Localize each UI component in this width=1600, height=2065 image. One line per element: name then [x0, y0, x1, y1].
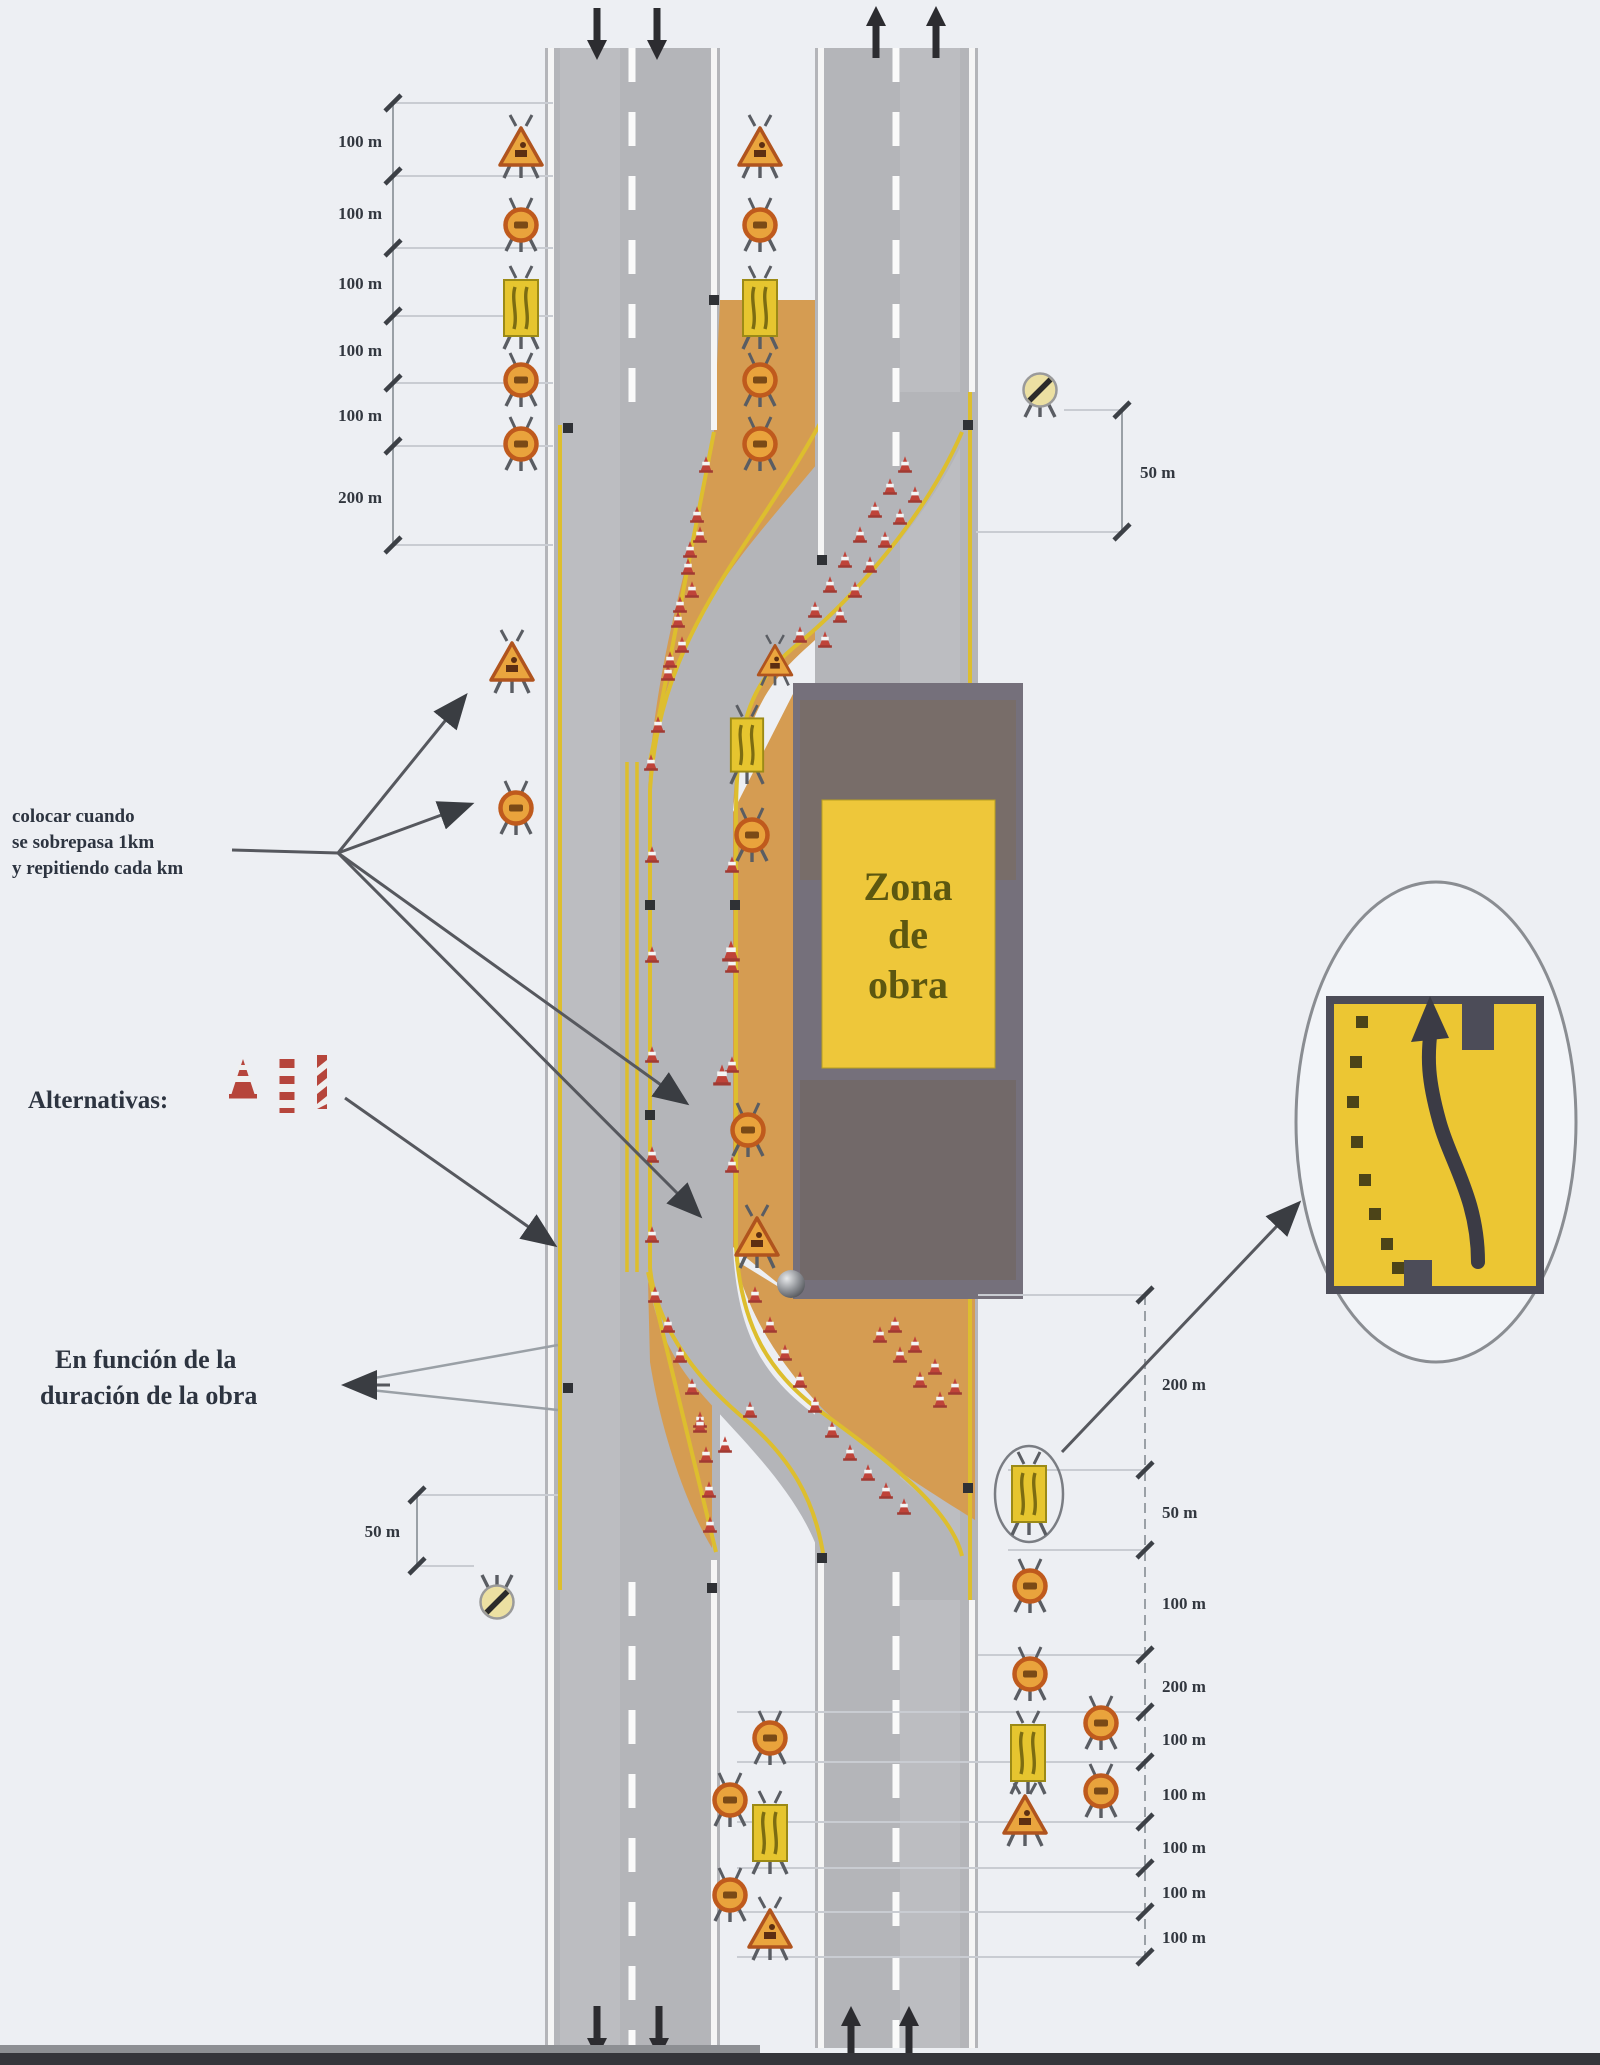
distance-label: 100 m — [338, 132, 382, 151]
edge-beacon-icon — [707, 1583, 717, 1593]
dimension-bottom-left: 50 m — [365, 1485, 558, 1576]
signs-contraflow-median — [713, 633, 805, 1298]
edge-beacon-icon — [563, 1383, 573, 1393]
distance-label: 100 m — [1162, 1883, 1206, 1902]
up-arrow-icon — [926, 6, 946, 58]
alt-striped-panel-icon — [279, 1059, 295, 1113]
distance-label: 100 m — [338, 341, 382, 360]
distance-label: 200 m — [1162, 1375, 1206, 1394]
edge-beacon-icon — [963, 420, 973, 430]
annotation-text: se sobrepasa 1km — [12, 832, 154, 853]
dimension-chain-bottom-right: 200 m 50 m 100 m 200 m 100 m 100 m 100 m… — [737, 1285, 1206, 1967]
distance-label: 100 m — [338, 274, 382, 293]
up-arrow-icon — [841, 2006, 861, 2058]
annotation-text: Alternativas: — [28, 1087, 168, 1114]
lane-shift-detail-panel — [1326, 996, 1544, 1294]
annotation-alternativas: Alternativas: — [28, 1055, 558, 1248]
distance-label: 100 m — [1162, 1594, 1206, 1613]
edge-beacon-icon — [963, 1483, 973, 1493]
distance-label: 50 m — [1162, 1503, 1197, 1522]
distance-label: 100 m — [1162, 1785, 1206, 1804]
work-zone-panel — [821, 799, 996, 1069]
annotation-colocar: colocar cuando se sobrepasa 1km y repiti… — [12, 693, 703, 1219]
distance-label: 100 m — [338, 204, 382, 223]
edge-beacon-icon — [645, 900, 655, 910]
annotation-en-funcion: En función de la duración de la obra — [40, 1343, 559, 1412]
detail-callout-circle — [993, 1444, 1065, 1544]
work-zone-label-2: de — [888, 912, 928, 957]
distance-label: 50 m — [365, 1522, 400, 1541]
distance-label: 200 m — [338, 488, 382, 507]
end-of-restrictions-icon — [1024, 374, 1057, 418]
lane-markings — [548, 48, 975, 2048]
up-arrow-icon — [866, 6, 886, 58]
distance-label: 50 m — [1140, 463, 1175, 482]
end-of-restrictions-icon — [481, 1575, 514, 1619]
up-arrow-icon — [899, 2006, 919, 2058]
scan-artifact-bar — [0, 2053, 1600, 2065]
annotation-text: colocar cuando — [12, 806, 135, 827]
work-zone-label-1: Zona — [864, 864, 953, 909]
work-zone: Zona de obra — [793, 683, 1023, 1299]
distance-label: 100 m — [1162, 1928, 1206, 1947]
distance-label: 100 m — [1162, 1838, 1206, 1857]
annotation-text: duración de la obra — [40, 1381, 257, 1410]
edge-beacon-icon — [645, 1110, 655, 1120]
beacon-ball-icon — [777, 1270, 805, 1298]
distance-label: 100 m — [1162, 1730, 1206, 1749]
traffic-flow-arrows — [587, 6, 946, 2058]
edge-beacon-icon — [563, 423, 573, 433]
alt-striped-post-icon — [317, 1055, 327, 1109]
edge-beacon-icon — [817, 555, 827, 565]
down-arrow-icon — [647, 8, 667, 60]
annotation-text: y repitiendo cada km — [12, 858, 183, 879]
scan-artifact-strip — [0, 2045, 760, 2053]
distance-label: 100 m — [338, 406, 382, 425]
edge-beacon-icon — [709, 295, 719, 305]
distance-label: 200 m — [1162, 1677, 1206, 1696]
edge-beacons — [563, 295, 973, 1593]
down-arrow-icon — [587, 8, 607, 60]
work-zone-label-3: obra — [868, 962, 948, 1007]
signs-bottom-right-column — [993, 1444, 1117, 1848]
detail-balloon — [1060, 880, 1578, 1454]
edge-beacon-icon — [817, 1553, 827, 1563]
dimension-top-right: 50 m — [976, 400, 1175, 542]
annotation-text: En función de la — [55, 1345, 236, 1374]
edge-beacon-icon — [730, 900, 740, 910]
